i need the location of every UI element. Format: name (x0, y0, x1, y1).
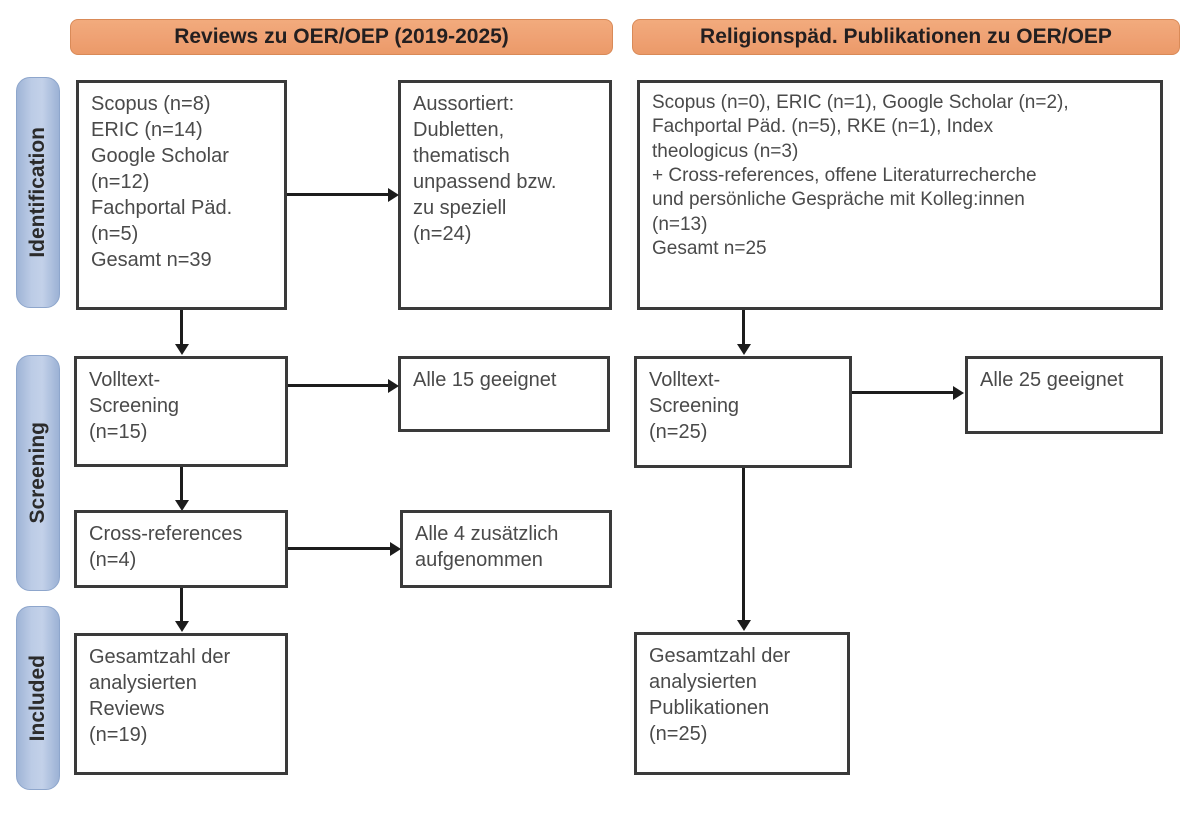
connector-right-screening-to-included (742, 468, 745, 622)
connector-right-sources-to-screening (742, 310, 745, 346)
arrowhead-right-screening-to-included (737, 620, 751, 631)
box-left-excluded: Aussortiert: Dubletten, thematisch unpas… (398, 80, 612, 310)
stage-label-identification-text: Identification (26, 127, 49, 258)
arrowhead-left-sources-to-excluded (388, 188, 399, 202)
stage-label-screening-text: Screening (26, 422, 49, 524)
connector-left-sources-to-screening (180, 310, 183, 346)
box-right-identification-sources: Scopus (n=0), ERIC (n=1), Google Scholar… (637, 80, 1163, 310)
box-left-crossrefs-result: Alle 4 zusätzlich aufgenommen (400, 510, 612, 588)
connector-left-crossrefs-to-included (180, 588, 183, 622)
stage-label-included-text: Included (26, 654, 49, 742)
connector-right-screening-to-result (852, 391, 956, 394)
box-right-fulltext-screening: Volltext- Screening (n=25) (634, 356, 852, 468)
box-left-crossrefs: Cross-references (n=4) (74, 510, 288, 588)
arrowhead-left-sources-to-screening (175, 344, 189, 355)
stage-label-screening: Screening (16, 355, 60, 591)
arrowhead-right-screening-to-result (953, 386, 964, 400)
arrowhead-left-crossrefs-to-result (390, 542, 401, 556)
box-left-included: Gesamtzahl der analysierten Reviews (n=1… (74, 633, 288, 775)
box-left-screening-result: Alle 15 geeignet (398, 356, 610, 432)
arrowhead-left-screening-to-result (388, 379, 399, 393)
arrowhead-left-screening-to-crossrefs (175, 500, 189, 511)
column-header-religionspaed-publikationen: Religionspäd. Publikationen zu OER/OEP (632, 19, 1180, 55)
box-right-included: Gesamtzahl der analysierten Publikatione… (634, 632, 850, 775)
arrowhead-left-crossrefs-to-included (175, 621, 189, 632)
column-header-reviews: Reviews zu OER/OEP (2019-2025) (70, 19, 613, 55)
stage-label-included: Included (16, 606, 60, 790)
arrowhead-right-sources-to-screening (737, 344, 751, 355)
box-right-screening-result: Alle 25 geeignet (965, 356, 1163, 434)
stage-label-identification: Identification (16, 77, 60, 308)
connector-left-sources-to-excluded (287, 193, 391, 196)
connector-left-crossrefs-to-result (288, 547, 393, 550)
connector-left-screening-to-result (288, 384, 391, 387)
connector-left-screening-to-crossrefs (180, 467, 183, 502)
box-left-fulltext-screening: Volltext- Screening (n=15) (74, 356, 288, 467)
box-left-identification-sources: Scopus (n=8) ERIC (n=14) Google Scholar … (76, 80, 287, 310)
